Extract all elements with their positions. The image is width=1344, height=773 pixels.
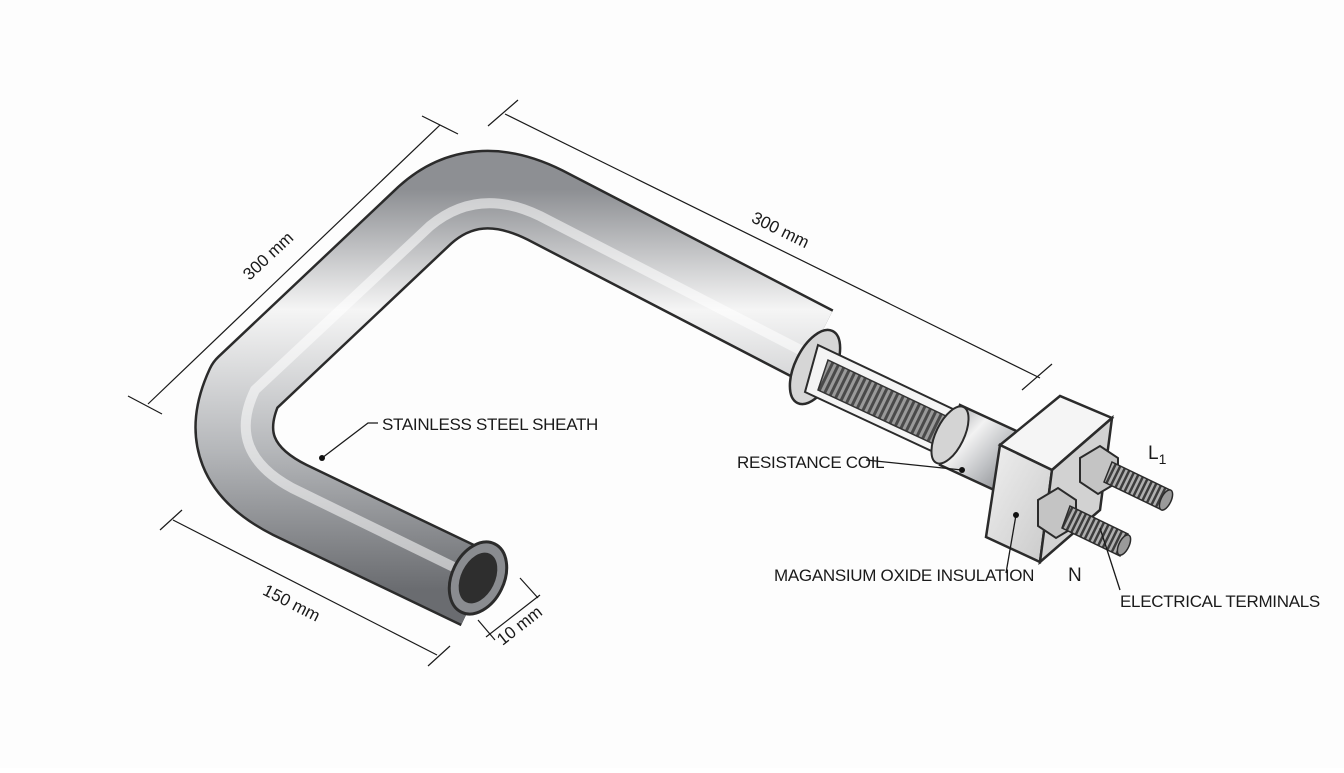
dimension-left-leg: 300 mm <box>239 228 297 284</box>
dimension-lines <box>127 99 1053 667</box>
label-sheath: STAINLESS STEEL SHEATH <box>382 415 598 434</box>
dimension-bottom-leg: 150 mm <box>260 581 323 626</box>
label-insulation: MAGANSIUM OXIDE INSULATION <box>774 566 1034 585</box>
label-coil: RESISTANCE COIL <box>737 453 884 472</box>
terminal-mark-line-subscript: 1 <box>1159 451 1167 467</box>
dimension-top-leg: 300 mm <box>749 208 813 252</box>
terminal-l1-stud <box>1079 444 1174 512</box>
leader-lines <box>321 422 1121 591</box>
label-terminals: ELECTRICAL TERMINALS <box>1120 592 1320 611</box>
stainless-steel-sheath <box>194 149 842 627</box>
leader-dots <box>319 455 1019 518</box>
resistance-coil <box>803 343 957 457</box>
terminal-mark-neutral: N <box>1068 565 1082 586</box>
terminal-mark-line-letter: L <box>1148 443 1159 464</box>
terminal-mark-line: L1 <box>1148 443 1167 467</box>
terminal-n-stud <box>1037 486 1132 558</box>
